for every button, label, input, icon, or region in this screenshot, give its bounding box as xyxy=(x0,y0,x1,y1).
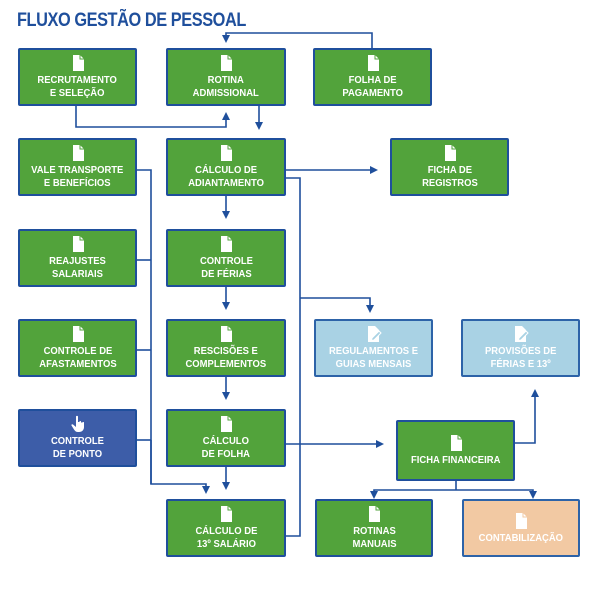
edit-document-icon xyxy=(367,326,382,342)
connector-financeira-to-provisoes xyxy=(515,389,539,444)
box-rotina-admissional[interactable]: ROTINA ADMISSIONAL xyxy=(166,48,286,106)
document-icon xyxy=(221,326,232,342)
box-recrutamento-selecao[interactable]: RECRUTAMENTO E SELEÇÃO xyxy=(18,48,137,106)
box-label: FICHA DE REGISTROS xyxy=(421,164,478,189)
connector-financeira-to-manuais xyxy=(370,489,456,499)
box-ficha-financeira[interactable]: FICHA FINANCEIRA xyxy=(396,420,515,481)
box-label: ROTINAS MANUAIS xyxy=(351,525,397,550)
edit-document-icon xyxy=(514,326,529,342)
box-label: RECRUTAMENTO E SELEÇÃO xyxy=(37,74,118,99)
box-contabilizacao[interactable]: CONTABILIZAÇÃO xyxy=(462,499,580,557)
document-icon xyxy=(221,145,232,161)
hand-pointer-icon xyxy=(70,415,84,432)
box-label: CONTROLE DE FÉRIAS xyxy=(199,255,253,280)
box-label: ROTINA ADMISSIONAL xyxy=(192,74,260,99)
box-label: CÁLCULO DE FOLHA xyxy=(201,435,251,460)
document-icon xyxy=(221,55,232,71)
box-label: CONTROLE DE PONTO xyxy=(50,435,105,460)
document-icon xyxy=(72,326,84,342)
box-label: PROVISÕES DE FÉRIAS E 13º xyxy=(484,345,557,370)
box-controle-afastamentos[interactable]: CONTROLE DE AFASTAMENTOS xyxy=(18,319,137,377)
document-icon xyxy=(369,506,380,522)
box-reajustes-salariais[interactable]: REAJUSTES SALARIAIS xyxy=(18,229,137,287)
box-label: CONTABILIZAÇÃO xyxy=(478,531,564,544)
connector-trunk-to-regulamentos xyxy=(300,297,374,313)
box-calculo-folha[interactable]: CÁLCULO DE FOLHA xyxy=(166,409,286,467)
document-icon xyxy=(72,236,84,252)
box-calculo-13-salario[interactable]: CÁLCULO DE 13º SALÁRIO xyxy=(166,499,286,557)
connector-adiantamento-trunk xyxy=(286,177,301,537)
box-label: REGULAMENTOS E GUIAS MENSAIS xyxy=(328,345,419,370)
box-label: FICHA FINANCEIRA xyxy=(410,454,501,466)
box-rescisoes-complementos[interactable]: RESCISÕES E COMPLEMENTOS xyxy=(166,319,286,377)
box-label: VALE TRANSPORTE E BENEFÍCIOS xyxy=(31,164,124,189)
connector-folha-to-rotina xyxy=(222,32,373,48)
box-rotinas-manuais[interactable]: ROTINAS MANUAIS xyxy=(315,499,433,557)
document-icon xyxy=(444,145,456,161)
document-icon xyxy=(221,416,232,432)
box-label: CONTROLE DE AFASTAMENTOS xyxy=(38,345,117,370)
connector-recrutamento-to-rotina xyxy=(75,106,230,128)
document-icon xyxy=(72,145,84,161)
box-label: CÁLCULO DE ADIANTAMENTO xyxy=(188,164,264,189)
diagram-title: FLUXO GESTÃO DE PESSOAL xyxy=(17,10,246,31)
box-controle-ferias[interactable]: CONTROLE DE FÉRIAS xyxy=(166,229,286,287)
box-calculo-adiantamento[interactable]: CÁLCULO DE ADIANTAMENTO xyxy=(166,138,286,196)
connector-financeira-to-contabilizacao xyxy=(456,489,537,499)
document-icon xyxy=(450,435,462,451)
box-regulamentos-guias[interactable]: REGULAMENTOS E GUIAS MENSAIS xyxy=(314,319,433,377)
box-label: REAJUSTES SALARIAIS xyxy=(49,255,106,280)
box-label: FOLHA DE PAGAMENTO xyxy=(342,74,403,99)
document-icon xyxy=(72,55,84,71)
box-label: CÁLCULO DE 13º SALÁRIO xyxy=(195,525,257,550)
box-vale-transporte[interactable]: VALE TRANSPORTE E BENEFÍCIOS xyxy=(18,138,137,196)
document-icon xyxy=(516,512,527,529)
box-folha-pagamento[interactable]: FOLHA DE PAGAMENTO xyxy=(313,48,432,106)
box-label: RESCISÕES E COMPLEMENTOS xyxy=(185,345,267,370)
document-icon xyxy=(221,236,232,252)
box-controle-ponto[interactable]: CONTROLE DE PONTO xyxy=(18,409,137,467)
document-icon xyxy=(367,55,379,71)
document-icon xyxy=(221,506,232,522)
box-provisoes-ferias[interactable]: PROVISÕES DE FÉRIAS E 13º xyxy=(461,319,580,377)
box-ficha-registros[interactable]: FICHA DE REGISTROS xyxy=(390,138,509,196)
